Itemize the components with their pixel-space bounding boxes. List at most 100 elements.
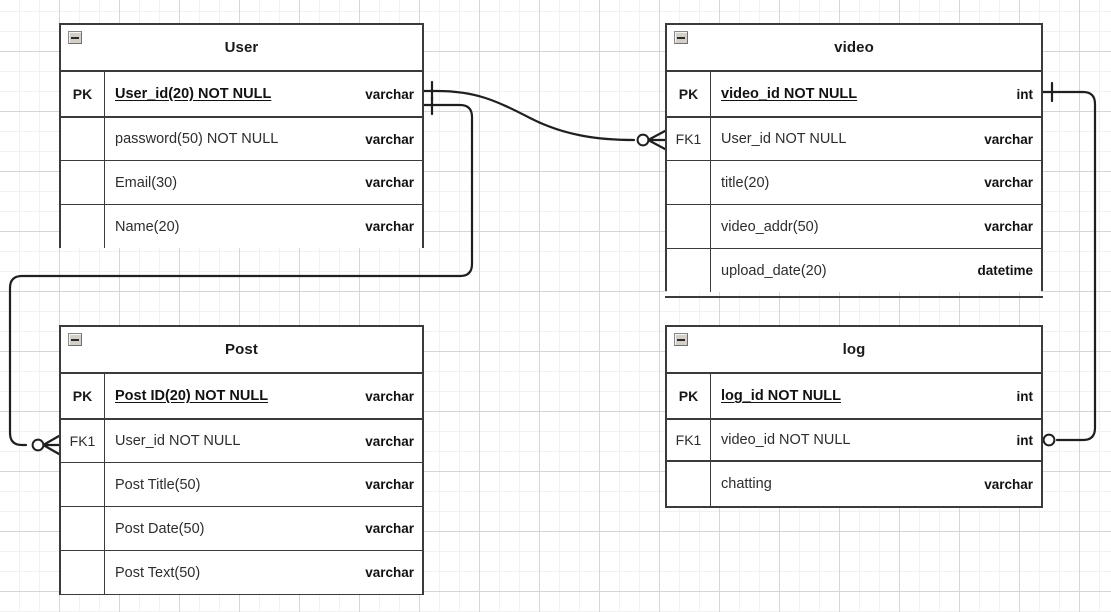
table-row: PK Post ID(20) NOT NULL varchar	[61, 374, 422, 418]
attribute-type: varchar	[365, 86, 414, 102]
attribute-type: int	[1016, 388, 1034, 404]
table-row: title(20) varchar	[667, 160, 1041, 204]
row-key-badge: PK	[667, 374, 711, 418]
row-body: User_id NOT NULL varchar	[711, 118, 1041, 160]
attribute-name: video_id NOT NULL	[721, 432, 851, 448]
attribute-type: varchar	[984, 131, 1033, 147]
row-key-badge	[61, 205, 105, 248]
row-key-badge: PK	[61, 374, 105, 418]
attribute-name: User_id(20) NOT NULL	[115, 86, 272, 102]
row-key-badge	[61, 463, 105, 506]
entity-video-title: video	[834, 39, 874, 56]
table-row: PK log_id NOT NULL int	[667, 374, 1041, 418]
attribute-name: Post Title(50)	[115, 476, 201, 493]
row-body: Post ID(20) NOT NULL varchar	[105, 374, 422, 418]
table-row: FK1 User_id NOT NULL varchar	[667, 116, 1041, 160]
attribute-name: video_addr(50)	[721, 218, 819, 235]
row-key-badge	[61, 161, 105, 204]
row-body: Post Text(50) varchar	[105, 551, 422, 594]
attribute-name: Post Text(50)	[115, 564, 201, 581]
attribute-name: Post Date(50)	[115, 520, 205, 537]
table-row: password(50) NOT NULL varchar	[61, 116, 422, 160]
row-key-badge	[61, 507, 105, 550]
row-body: chatting varchar	[711, 462, 1041, 506]
row-body: Post Date(50) varchar	[105, 507, 422, 550]
table-row: video_addr(50) varchar	[667, 204, 1041, 248]
attribute-name: User_id NOT NULL	[721, 131, 847, 147]
attribute-type: varchar	[365, 175, 414, 190]
attribute-type: varchar	[365, 388, 414, 404]
entity-post[interactable]: Post PK Post ID(20) NOT NULL varchar FK1…	[59, 325, 424, 595]
table-row: Email(30) varchar	[61, 160, 422, 204]
entity-log[interactable]: log PK log_id NOT NULL int FK1 video_id …	[665, 325, 1043, 508]
table-row: upload_date(20) datetime	[667, 248, 1041, 292]
row-body: password(50) NOT NULL varchar	[105, 118, 422, 160]
table-row: PK User_id(20) NOT NULL varchar	[61, 72, 422, 116]
entity-video[interactable]: video PK video_id NOT NULL int FK1 User_…	[665, 23, 1043, 292]
row-body: video_addr(50) varchar	[711, 205, 1041, 248]
entity-user-title: User	[224, 39, 259, 56]
row-body: User_id NOT NULL varchar	[105, 420, 422, 462]
attribute-name: Name(20)	[115, 218, 180, 235]
table-row: PK video_id NOT NULL int	[667, 72, 1041, 116]
collapse-icon[interactable]	[68, 333, 82, 346]
attribute-name: video_id NOT NULL	[721, 86, 858, 102]
row-key-badge: PK	[667, 72, 711, 116]
collapse-icon[interactable]	[674, 333, 688, 346]
attribute-type: varchar	[365, 131, 414, 147]
table-row: chatting varchar	[667, 462, 1041, 506]
row-key-badge	[667, 462, 711, 506]
row-body: Email(30) varchar	[105, 161, 422, 204]
row-body: video_id NOT NULL int	[711, 420, 1041, 460]
attribute-type: datetime	[977, 263, 1033, 278]
attribute-name: password(50) NOT NULL	[115, 131, 279, 147]
attribute-type: varchar	[365, 521, 414, 536]
row-body: title(20) varchar	[711, 161, 1041, 204]
collapse-icon[interactable]	[674, 31, 688, 44]
attribute-type: varchar	[984, 175, 1033, 190]
attribute-type: varchar	[984, 476, 1033, 492]
table-row: Name(20) varchar	[61, 204, 422, 248]
attribute-name: Post ID(20) NOT NULL	[115, 388, 269, 404]
attribute-type: varchar	[365, 433, 414, 449]
table-row: Post Date(50) varchar	[61, 506, 422, 550]
row-body: Name(20) varchar	[105, 205, 422, 248]
attribute-type: varchar	[365, 477, 414, 492]
attribute-name: upload_date(20)	[721, 262, 827, 279]
row-key-badge: FK1	[61, 420, 105, 462]
attribute-name: User_id NOT NULL	[115, 433, 241, 449]
attribute-name: title(20)	[721, 174, 770, 191]
entity-video-baseline	[665, 296, 1043, 298]
attribute-type: varchar	[365, 219, 414, 234]
table-row: FK1 video_id NOT NULL int	[667, 418, 1041, 462]
entity-post-title: Post	[225, 341, 258, 358]
entity-user-header: User	[61, 25, 422, 72]
entity-video-header: video	[667, 25, 1041, 72]
entity-log-header: log	[667, 327, 1041, 374]
row-body: log_id NOT NULL int	[711, 374, 1041, 418]
attribute-type: int	[1016, 86, 1034, 102]
collapse-icon[interactable]	[68, 31, 82, 44]
row-body: User_id(20) NOT NULL varchar	[105, 72, 422, 116]
row-key-badge: FK1	[667, 118, 711, 160]
entity-user[interactable]: User PK User_id(20) NOT NULL varchar pas…	[59, 23, 424, 248]
attribute-type: int	[1016, 432, 1034, 448]
row-key-badge: FK1	[667, 420, 711, 460]
row-key-badge	[61, 118, 105, 160]
row-key-badge	[667, 249, 711, 292]
row-body: upload_date(20) datetime	[711, 249, 1041, 292]
attribute-name: Email(30)	[115, 174, 178, 191]
attribute-type: varchar	[984, 219, 1033, 234]
table-row: Post Text(50) varchar	[61, 550, 422, 594]
entity-post-header: Post	[61, 327, 422, 374]
attribute-name: log_id NOT NULL	[721, 388, 842, 404]
relationship-user-video	[422, 80, 667, 151]
row-body: video_id NOT NULL int	[711, 72, 1041, 116]
entity-log-title: log	[842, 341, 866, 358]
table-row: Post Title(50) varchar	[61, 462, 422, 506]
row-key-badge	[61, 551, 105, 594]
table-row: FK1 User_id NOT NULL varchar	[61, 418, 422, 462]
row-key-badge: PK	[61, 72, 105, 116]
row-key-badge	[667, 205, 711, 248]
